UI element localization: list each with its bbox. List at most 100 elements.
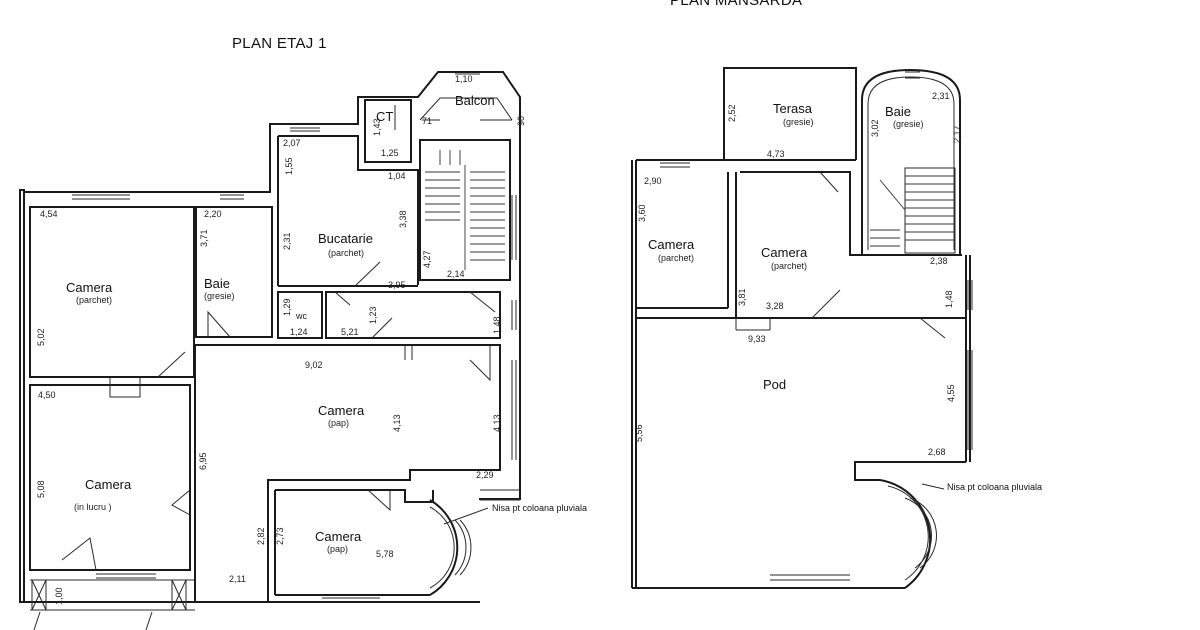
room-camera-pap-small-outline (275, 489, 434, 503)
dim-attic-d933: 9,33 (748, 334, 766, 344)
room-bucatarie-outline (278, 135, 419, 285)
label-camera-attic-mid: Camera (761, 245, 808, 260)
dim-attic-d252: 2,52 (727, 104, 737, 122)
label-camera-pap-big: Camera (318, 403, 365, 418)
dim-floor1-d578: 5,78 (376, 549, 394, 559)
dim-attic-d360: 3,60 (637, 204, 647, 222)
dim-floor1-d282: 2,82 (256, 527, 266, 545)
label-camera-pap-small: Camera (315, 529, 362, 544)
dim-floor1-d207: 2,07 (283, 138, 301, 148)
room-ct-outline (364, 99, 412, 163)
attic-note-rain-column: Nisa pt coloana pluviala (947, 482, 1042, 492)
plan-etaj-1: PLAN ETAJ 1 (19, 35, 587, 630)
floor1-dimensions: 4,54 2,20 3,71 5,02 4,50 5,08 6,95 1,00 … (36, 74, 526, 605)
dim-floor1-d90: 90 (516, 116, 526, 126)
dim-floor1-d143: 1,43 (372, 118, 382, 136)
dim-floor1-d273: 2,73 (275, 527, 285, 545)
floor1-note-rain-column: Nisa pt coloana pluviala (492, 503, 587, 513)
floor1-stair-steps (425, 150, 505, 261)
dim-attic-d473: 4,73 (767, 149, 785, 159)
dim-floor1-d123: 1,23 (368, 306, 378, 324)
label-bucatarie: Bucatarie (318, 231, 373, 246)
dim-attic-d556: 5,56 (634, 424, 644, 442)
dim-floor1-d100: 1,00 (54, 587, 64, 605)
label-baie: Baie (204, 276, 230, 291)
dim-attic-d290: 2,90 (644, 176, 662, 186)
label-pod: Pod (763, 377, 786, 392)
dim-floor1-d695: 6,95 (198, 452, 208, 470)
dim-floor1-d229: 2,29 (476, 470, 494, 480)
label-ct: CT (376, 109, 393, 124)
label-camera-parchet-finish: (parchet) (76, 295, 112, 305)
dim-floor1-d454: 4,54 (40, 209, 58, 219)
room-camera-pap-big-outline (195, 344, 501, 602)
attic-stair-steps (870, 175, 955, 247)
dim-attic-d217: 2,17 (952, 125, 962, 143)
dim-floor1-d220: 2,20 (204, 209, 222, 219)
label-baie-attic-finish: (gresie) (893, 119, 924, 129)
floor1-staircase (419, 139, 511, 281)
dim-floor1-d508: 5,08 (36, 480, 46, 498)
dim-floor1-d104: 1,04 (388, 171, 406, 181)
dim-floor1-d450: 4,50 (38, 390, 56, 400)
dim-floor1-d231: 2,31 (282, 232, 292, 250)
label-camera-pap-big-finish: (pap) (328, 418, 349, 428)
dim-floor1-d155: 1,55 (284, 157, 294, 175)
dim-attic-d238: 2,38 (930, 256, 948, 266)
dim-floor1-d521: 5,21 (341, 327, 359, 337)
label-baie-finish: (gresie) (204, 291, 235, 301)
label-baie-attic: Baie (885, 104, 911, 119)
dim-floor1-d395: 3,95 (388, 280, 406, 290)
dim-attic-d455: 4,55 (946, 384, 956, 402)
dim-floor1-d110: 1,10 (455, 74, 473, 84)
label-camera-attic-mid-finish: (parchet) (771, 261, 807, 271)
floor1-walls (19, 71, 521, 630)
dim-floor1-d338: 3,38 (398, 210, 408, 228)
dim-floor1-d129: 1,29 (282, 298, 292, 316)
dim-floor1-d148: 1,48 (492, 316, 502, 334)
dim-attic-d148: 1,48 (944, 290, 954, 308)
floor1-bay (429, 499, 459, 596)
floor1-outer-wall-top (24, 71, 521, 500)
label-terasa: Terasa (773, 101, 813, 116)
dim-floor1-d413a: 4,13 (392, 414, 402, 432)
dim-floor1-d371: 3,71 (199, 229, 209, 247)
label-camera-lucru-finish: (in lucru ) (74, 502, 112, 512)
dim-floor1-d71: 71 (422, 116, 432, 126)
dim-floor1-d413b: 4,13 (492, 414, 502, 432)
dim-floor1-d211: 2,11 (229, 574, 246, 584)
room-wc-outline (277, 291, 323, 339)
balcon-outline (419, 97, 513, 121)
label-camera-pap-small-finish: (pap) (327, 544, 348, 554)
dim-floor1-d125: 1,25 (381, 148, 399, 158)
dim-attic-d302: 3,02 (870, 119, 880, 137)
label-balcon: Balcon (455, 93, 495, 108)
room-terasa-outline (723, 67, 857, 160)
plan-mansarda-title: PLAN MANSARDA (670, 0, 802, 9)
dim-floor1-d427: 4,27 (422, 250, 432, 268)
attic-walls (631, 67, 973, 589)
room-baie-attic-outline (861, 68, 961, 255)
dim-attic-d381: 3,81 (737, 288, 747, 306)
dim-floor1-d502: 5,02 (36, 328, 46, 346)
hallway-outline (325, 291, 501, 339)
label-camera-lucru: Camera (85, 477, 132, 492)
label-camera-attic-left-finish: (parchet) (658, 253, 694, 263)
label-terasa-finish: (gresie) (783, 117, 814, 127)
label-wc: wc (295, 311, 307, 321)
plan-etaj-1-title: PLAN ETAJ 1 (232, 35, 327, 52)
dim-attic-d328: 3,28 (766, 301, 784, 311)
attic-dimensions: 2,52 4,73 3,02 2,31 2,17 2,90 3,60 3,81 … (634, 91, 962, 457)
dim-floor1-d902: 9,02 (305, 360, 323, 370)
dim-floor1-d214: 2,14 (447, 269, 465, 279)
label-camera-parchet: Camera (66, 280, 113, 295)
plan-mansarda: PLAN MANSARDA (631, 0, 1042, 589)
dim-attic-d268: 2,68 (928, 447, 946, 457)
dim-floor1-d124: 1,24 (290, 327, 308, 337)
label-bucatarie-finish: (parchet) (328, 248, 364, 258)
label-camera-attic-left: Camera (648, 237, 695, 252)
dim-attic-d231: 2,31 (932, 91, 950, 101)
room-baie-outline (195, 206, 273, 338)
